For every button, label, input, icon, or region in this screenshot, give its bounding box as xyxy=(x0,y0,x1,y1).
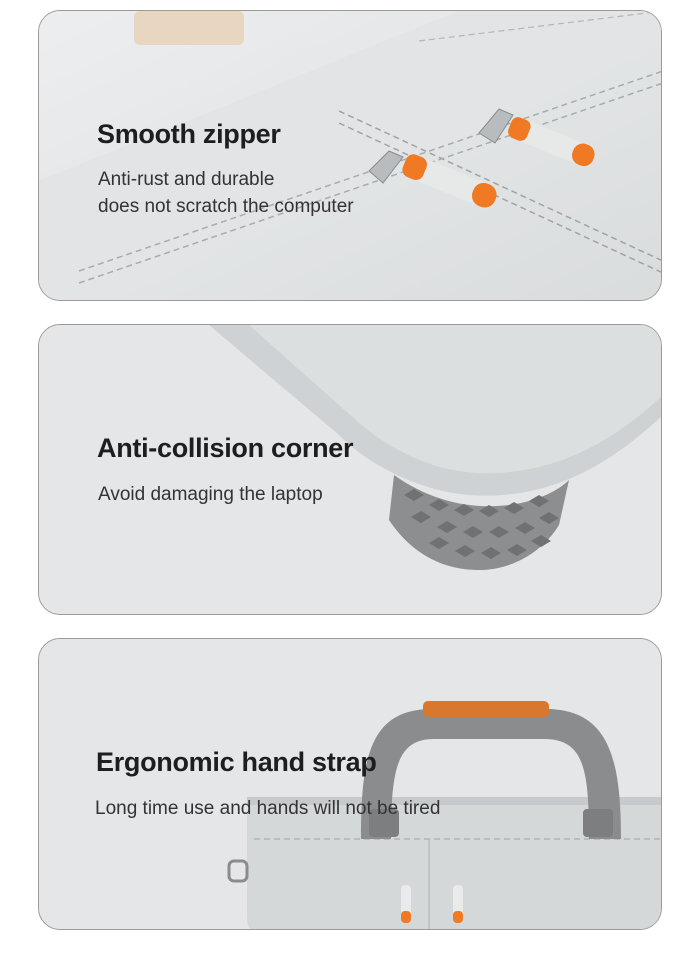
zipper-pull xyxy=(401,885,411,923)
strap-illustration xyxy=(39,639,661,929)
corner-illustration xyxy=(39,325,661,614)
feature-description: Long time use and hands will not be tire… xyxy=(95,795,440,822)
description-line: Avoid damaging the laptop xyxy=(98,484,323,505)
feature-card-corner: Anti-collision corner Avoid damaging the… xyxy=(38,324,662,615)
description-line: Long time use and hands will not be tire… xyxy=(95,798,441,819)
rubber-corner xyxy=(389,475,569,570)
feature-card-strap: Ergonomic hand strap Long time use and h… xyxy=(38,638,662,930)
zipper-pull-2 xyxy=(478,108,595,167)
feature-description: Anti-rust and durable does not scratch t… xyxy=(98,166,354,220)
feature-card-zipper: Smooth zipper Anti-rust and durable does… xyxy=(38,10,662,301)
feature-description: Avoid damaging the laptop xyxy=(98,481,323,508)
zipper-pull xyxy=(453,885,463,923)
feature-title: Anti-collision corner xyxy=(97,433,354,463)
description-line: Anti-rust and durable xyxy=(98,169,275,190)
zipper-pull-1 xyxy=(368,150,497,208)
hand-strap xyxy=(361,701,621,839)
feature-title: Ergonomic hand strap xyxy=(96,747,377,777)
feature-title: Smooth zipper xyxy=(97,119,281,149)
zipper-illustration xyxy=(39,11,661,300)
description-line: does not scratch the computer xyxy=(98,196,354,217)
